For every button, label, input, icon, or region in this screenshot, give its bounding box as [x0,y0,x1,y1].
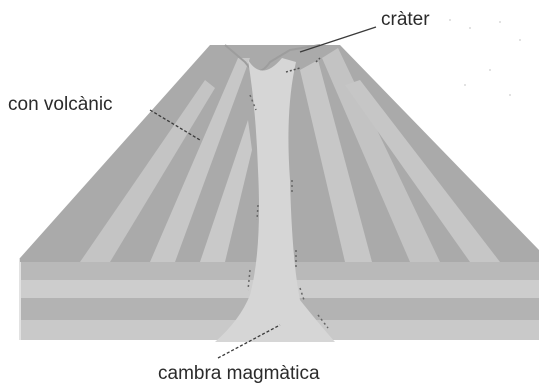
magma-chamber-label: cambra magmàtica [158,364,320,383]
crater-label: cràter [381,10,430,29]
paper-speckles [449,19,521,96]
volcanic-cone-label: con volcànic [8,95,113,114]
